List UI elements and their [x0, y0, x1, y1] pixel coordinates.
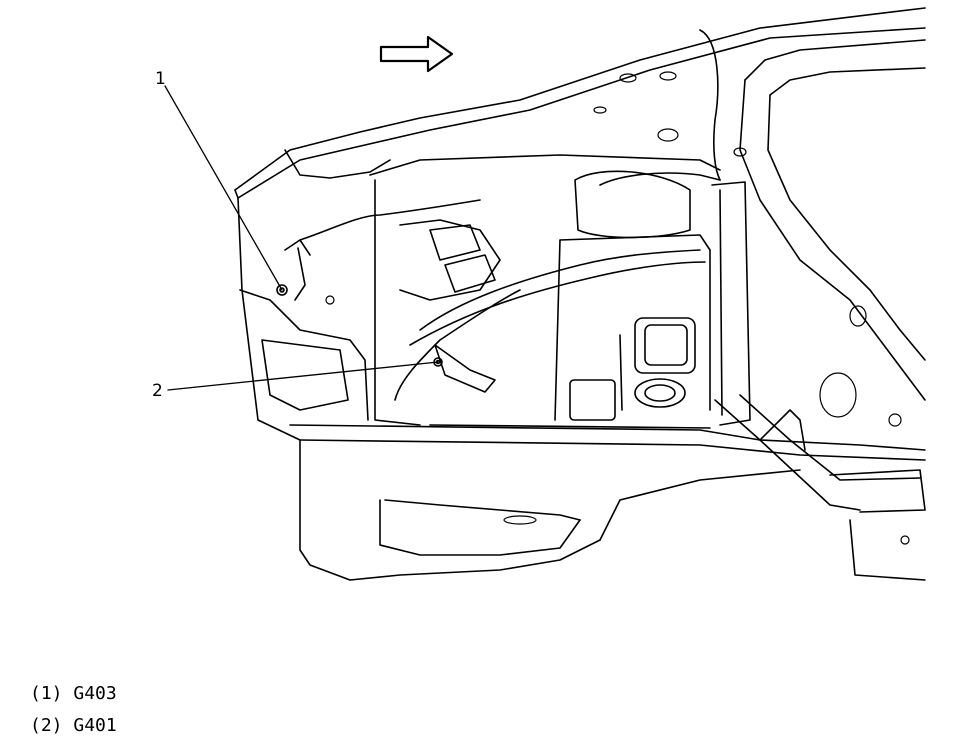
callout-2-leader — [167, 361, 439, 391]
ground-stud-g403 — [276, 284, 288, 296]
floor-pan — [299, 439, 801, 581]
spare-tire-well — [569, 317, 696, 421]
legend-item: (1) G403 — [30, 678, 117, 710]
wiring-harness — [284, 29, 721, 401]
forward-direction-arrow-icon — [379, 35, 454, 73]
legend-label: G401 — [73, 715, 117, 736]
rear-frame-rail — [711, 181, 926, 581]
legend: (1) G403 (2) G401 — [30, 678, 117, 742]
c-pillar — [739, 39, 926, 401]
legend-item: (2) G401 — [30, 710, 117, 742]
legend-number: (1) — [30, 683, 63, 704]
callout-1-number: 1 — [155, 69, 166, 89]
vehicle-rear-quarter-diagram: 1 2 — [152, 7, 926, 581]
legend-number: (2) — [30, 715, 63, 736]
callout-1-leader — [164, 85, 283, 291]
body-holes — [325, 71, 910, 545]
callout-leaders — [164, 85, 439, 391]
callout-2-number: 2 — [152, 381, 163, 401]
body-outline — [234, 7, 926, 441]
legend-label: G403 — [73, 683, 117, 704]
